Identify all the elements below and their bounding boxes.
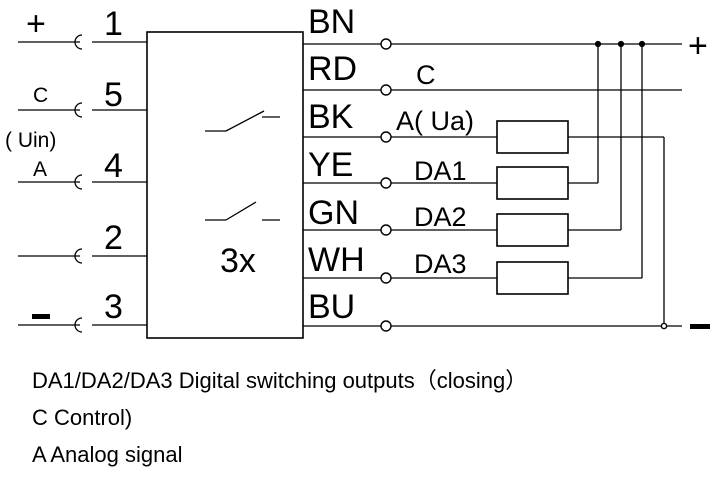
wire-color-label: WH bbox=[308, 241, 365, 279]
wire-row-gn: GN DA2 bbox=[303, 194, 621, 247]
legend-line: DA1/DA2/DA3 Digital switching outputs（cl… bbox=[32, 368, 527, 393]
terminal-number: 1 bbox=[104, 5, 123, 43]
input-terminal-4: A 4 bbox=[18, 147, 147, 190]
wire-color-label: BK bbox=[308, 98, 354, 136]
terminal-number: 4 bbox=[104, 147, 123, 185]
input-terminal-1: + 1 bbox=[18, 5, 147, 50]
wire-row-rd: RD C bbox=[303, 50, 682, 96]
input-symbol: + bbox=[26, 5, 46, 43]
wire-row-bu: BU bbox=[303, 288, 682, 332]
switch-symbol-2 bbox=[205, 201, 280, 221]
wire-signal-label: DA1 bbox=[414, 156, 467, 186]
input-terminal-3: 3 bbox=[18, 288, 147, 333]
wire-row-wh: WH DA3 bbox=[303, 241, 642, 295]
legend-line: C Control) bbox=[32, 405, 132, 430]
switch-symbol-1 bbox=[205, 110, 280, 132]
input-note: ( Uin) bbox=[5, 129, 56, 152]
wire-signal-label: DA2 bbox=[414, 202, 467, 232]
minus-symbol-left bbox=[32, 314, 50, 319]
wire-row-ye: YE DA1 bbox=[303, 146, 598, 200]
terminal-number: 2 bbox=[104, 219, 123, 257]
input-symbol: A bbox=[33, 158, 47, 181]
wire-color-label: RD bbox=[308, 50, 357, 88]
wire-color-label: BU bbox=[308, 288, 355, 326]
device-label: 3x bbox=[220, 242, 256, 280]
wire-row-bn: BN bbox=[303, 3, 682, 50]
wire-color-label: GN bbox=[308, 194, 359, 232]
supply-plus-symbol: + bbox=[688, 27, 708, 65]
input-terminal-2: 2 bbox=[18, 219, 147, 264]
legend: DA1/DA2/DA3 Digital switching outputs（cl… bbox=[32, 368, 527, 467]
wire-signal-label: A( Ua) bbox=[396, 106, 474, 136]
input-symbol: C bbox=[33, 84, 48, 107]
input-terminal-5: C 5 bbox=[18, 76, 147, 118]
wire-signal-label: C bbox=[416, 60, 436, 90]
wire-color-label: YE bbox=[308, 146, 353, 184]
device-box bbox=[146, 31, 304, 339]
wire-row-bk: BK A( Ua) bbox=[303, 98, 664, 154]
terminal-number: 3 bbox=[104, 288, 123, 326]
supply-minus-symbol bbox=[690, 324, 710, 329]
wire-signal-label: DA3 bbox=[414, 249, 467, 279]
terminal-number: 5 bbox=[104, 76, 123, 114]
bus-connections bbox=[594, 40, 668, 330]
legend-line: A Analog signal bbox=[32, 442, 182, 467]
wire-color-label: BN bbox=[308, 3, 355, 41]
